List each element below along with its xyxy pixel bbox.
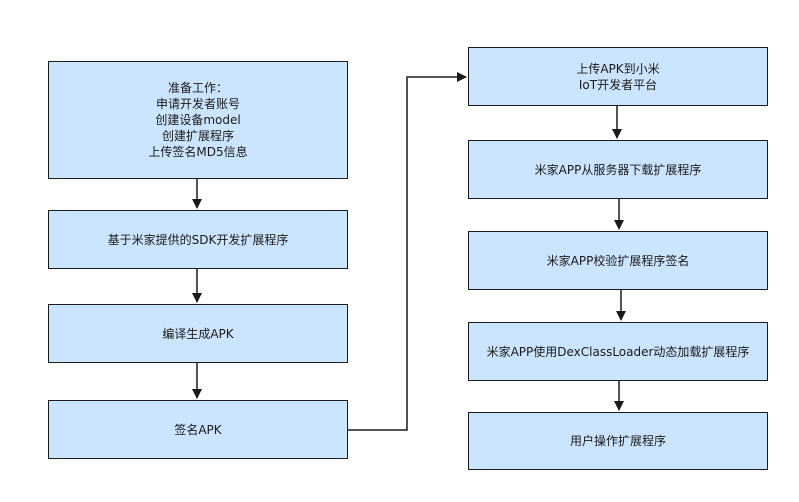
step-operate-label: 用户操作扩展程序 <box>569 434 666 448</box>
step-compile-node: 编译生成APK <box>48 304 348 363</box>
step-download-node: 米家APP从服务器下载扩展程序 <box>468 140 768 199</box>
step-verify-node: 米家APP校验扩展程序签名 <box>468 231 768 290</box>
step-load-label: 米家APP使用DexClassLoader动态加载扩展程序 <box>486 344 750 359</box>
step-upload-node: 上传APK到小米 IoT开发者平台 <box>468 47 768 106</box>
step-compile-label: 编译生成APK <box>162 326 234 341</box>
step-upload-label: IoT开发者平台 <box>578 77 658 92</box>
step-upload-label: 上传APK到小米 <box>576 61 660 76</box>
step-prepare-title: 准备工作： <box>167 81 228 95</box>
step-prepare-item: 创建设备model <box>155 113 241 127</box>
step-prepare-item: 创建扩展程序 <box>161 129 234 143</box>
arrow-step4-to-step5 <box>347 72 467 431</box>
step-download-label: 米家APP从服务器下载扩展程序 <box>534 162 702 177</box>
step-load-node: 米家APP使用DexClassLoader动态加载扩展程序 <box>468 322 768 381</box>
step-operate-node: 用户操作扩展程序 <box>468 412 768 470</box>
step-sign-label: 签名APK <box>174 422 222 437</box>
step-prepare-node: 准备工作： 申请开发者账号 创建设备model 创建扩展程序 上传签名MD5信息 <box>48 61 348 179</box>
step-sign-node: 签名APK <box>48 400 348 459</box>
step-verify-label: 米家APP校验扩展程序签名 <box>546 253 690 268</box>
step-develop-node: 基于米家提供的SDK开发扩展程序 <box>48 210 348 269</box>
step-develop-label: 基于米家提供的SDK开发扩展程序 <box>107 232 289 247</box>
step-prepare-item: 申请开发者账号 <box>155 97 240 111</box>
step-prepare-item: 上传签名MD5信息 <box>148 145 248 159</box>
